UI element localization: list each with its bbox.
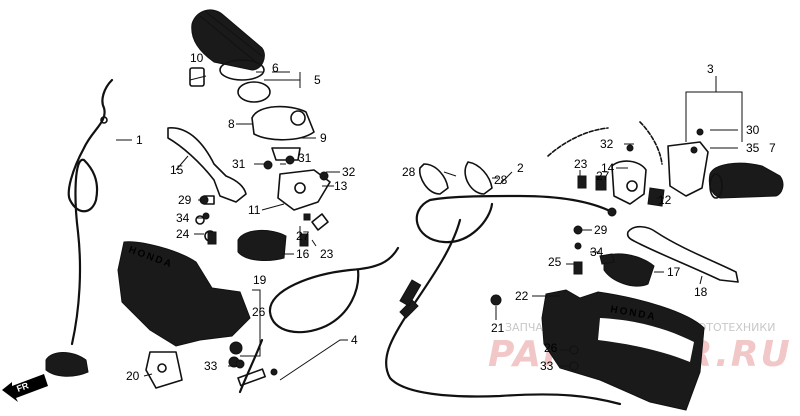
part-label-29b: 29 bbox=[594, 223, 608, 237]
part-label-22: 22 bbox=[515, 289, 529, 303]
right-switch bbox=[611, 160, 647, 205]
part-label-20: 20 bbox=[126, 369, 140, 383]
part-label-26b: 26 bbox=[544, 341, 558, 355]
part-number-labels: 1 2 3 4 5 6 7 8 9 10 11 12 13 14 15 16 1… bbox=[126, 51, 776, 383]
part-label-34b: 34 bbox=[590, 245, 604, 259]
part-label-16: 16 bbox=[296, 247, 310, 261]
part-label-23b: 23 bbox=[320, 247, 334, 261]
part-label-3: 3 bbox=[707, 62, 714, 76]
part-label-19: 19 bbox=[253, 273, 267, 287]
part-label-12: 12 bbox=[658, 193, 672, 207]
front-direction-arrow: FR bbox=[2, 374, 48, 402]
lever-dust-cover bbox=[603, 253, 655, 287]
part-label-6: 6 bbox=[272, 61, 279, 75]
part-label-34a: 34 bbox=[176, 211, 190, 225]
part-label-7: 7 bbox=[769, 141, 776, 155]
part-label-13: 13 bbox=[334, 179, 348, 193]
cable-adjuster bbox=[45, 352, 89, 377]
front-brake-lever bbox=[167, 127, 247, 203]
part-label-27a: 27 bbox=[296, 229, 310, 243]
part-label-27b: 27 bbox=[596, 169, 610, 183]
cable-clamp-b bbox=[464, 161, 493, 195]
part-label-29a: 29 bbox=[178, 193, 192, 207]
part-label-31b: 31 bbox=[298, 151, 312, 165]
part-label-4: 4 bbox=[351, 333, 358, 347]
part-label-1: 1 bbox=[136, 133, 143, 147]
clutch-cable bbox=[67, 78, 114, 346]
part-label-8: 8 bbox=[228, 117, 235, 131]
switch-wiring bbox=[547, 121, 663, 165]
part-label-2: 2 bbox=[517, 161, 524, 175]
brake-master-cylinder bbox=[667, 141, 709, 197]
part-label-21: 21 bbox=[491, 321, 505, 335]
lever-bracket bbox=[277, 169, 331, 211]
leader-lines bbox=[116, 71, 743, 381]
throttle-housing bbox=[251, 105, 315, 170]
hand-guard-left: HONDA bbox=[117, 241, 251, 347]
part-label-10: 10 bbox=[190, 51, 204, 65]
part-label-23a: 23 bbox=[574, 157, 588, 171]
part-label-28a: 28 bbox=[402, 165, 416, 179]
part-label-15: 15 bbox=[170, 163, 184, 177]
fr-label: FR bbox=[15, 380, 30, 394]
part-label-33a: 33 bbox=[204, 359, 218, 373]
part-label-32b: 32 bbox=[600, 137, 614, 151]
clutch-lever bbox=[626, 225, 739, 283]
part-label-25: 25 bbox=[548, 255, 562, 269]
part-label-32a: 32 bbox=[342, 165, 356, 179]
part-label-9: 9 bbox=[320, 131, 327, 145]
throttle-grip bbox=[191, 9, 271, 103]
part-label-30: 30 bbox=[746, 123, 760, 137]
part-label-35: 35 bbox=[746, 141, 760, 155]
part-label-17: 17 bbox=[667, 265, 681, 279]
part-label-5: 5 bbox=[314, 73, 321, 87]
part-label-26a: 26 bbox=[252, 305, 266, 319]
part-label-14: 14 bbox=[601, 161, 615, 175]
hand-guard-right: HONDA bbox=[541, 289, 705, 411]
part-label-18: 18 bbox=[694, 285, 708, 299]
part-label-33b: 33 bbox=[540, 359, 554, 373]
part-label-24: 24 bbox=[176, 227, 190, 241]
part-label-11: 11 bbox=[248, 203, 261, 217]
part-label-31a: 31 bbox=[232, 157, 246, 171]
choke-lever bbox=[237, 230, 287, 261]
throttle-cable bbox=[385, 194, 622, 406]
guard-mount-plate bbox=[145, 351, 183, 389]
cable-clamp-a bbox=[418, 163, 449, 195]
part-label-28b: 28 bbox=[494, 173, 508, 187]
